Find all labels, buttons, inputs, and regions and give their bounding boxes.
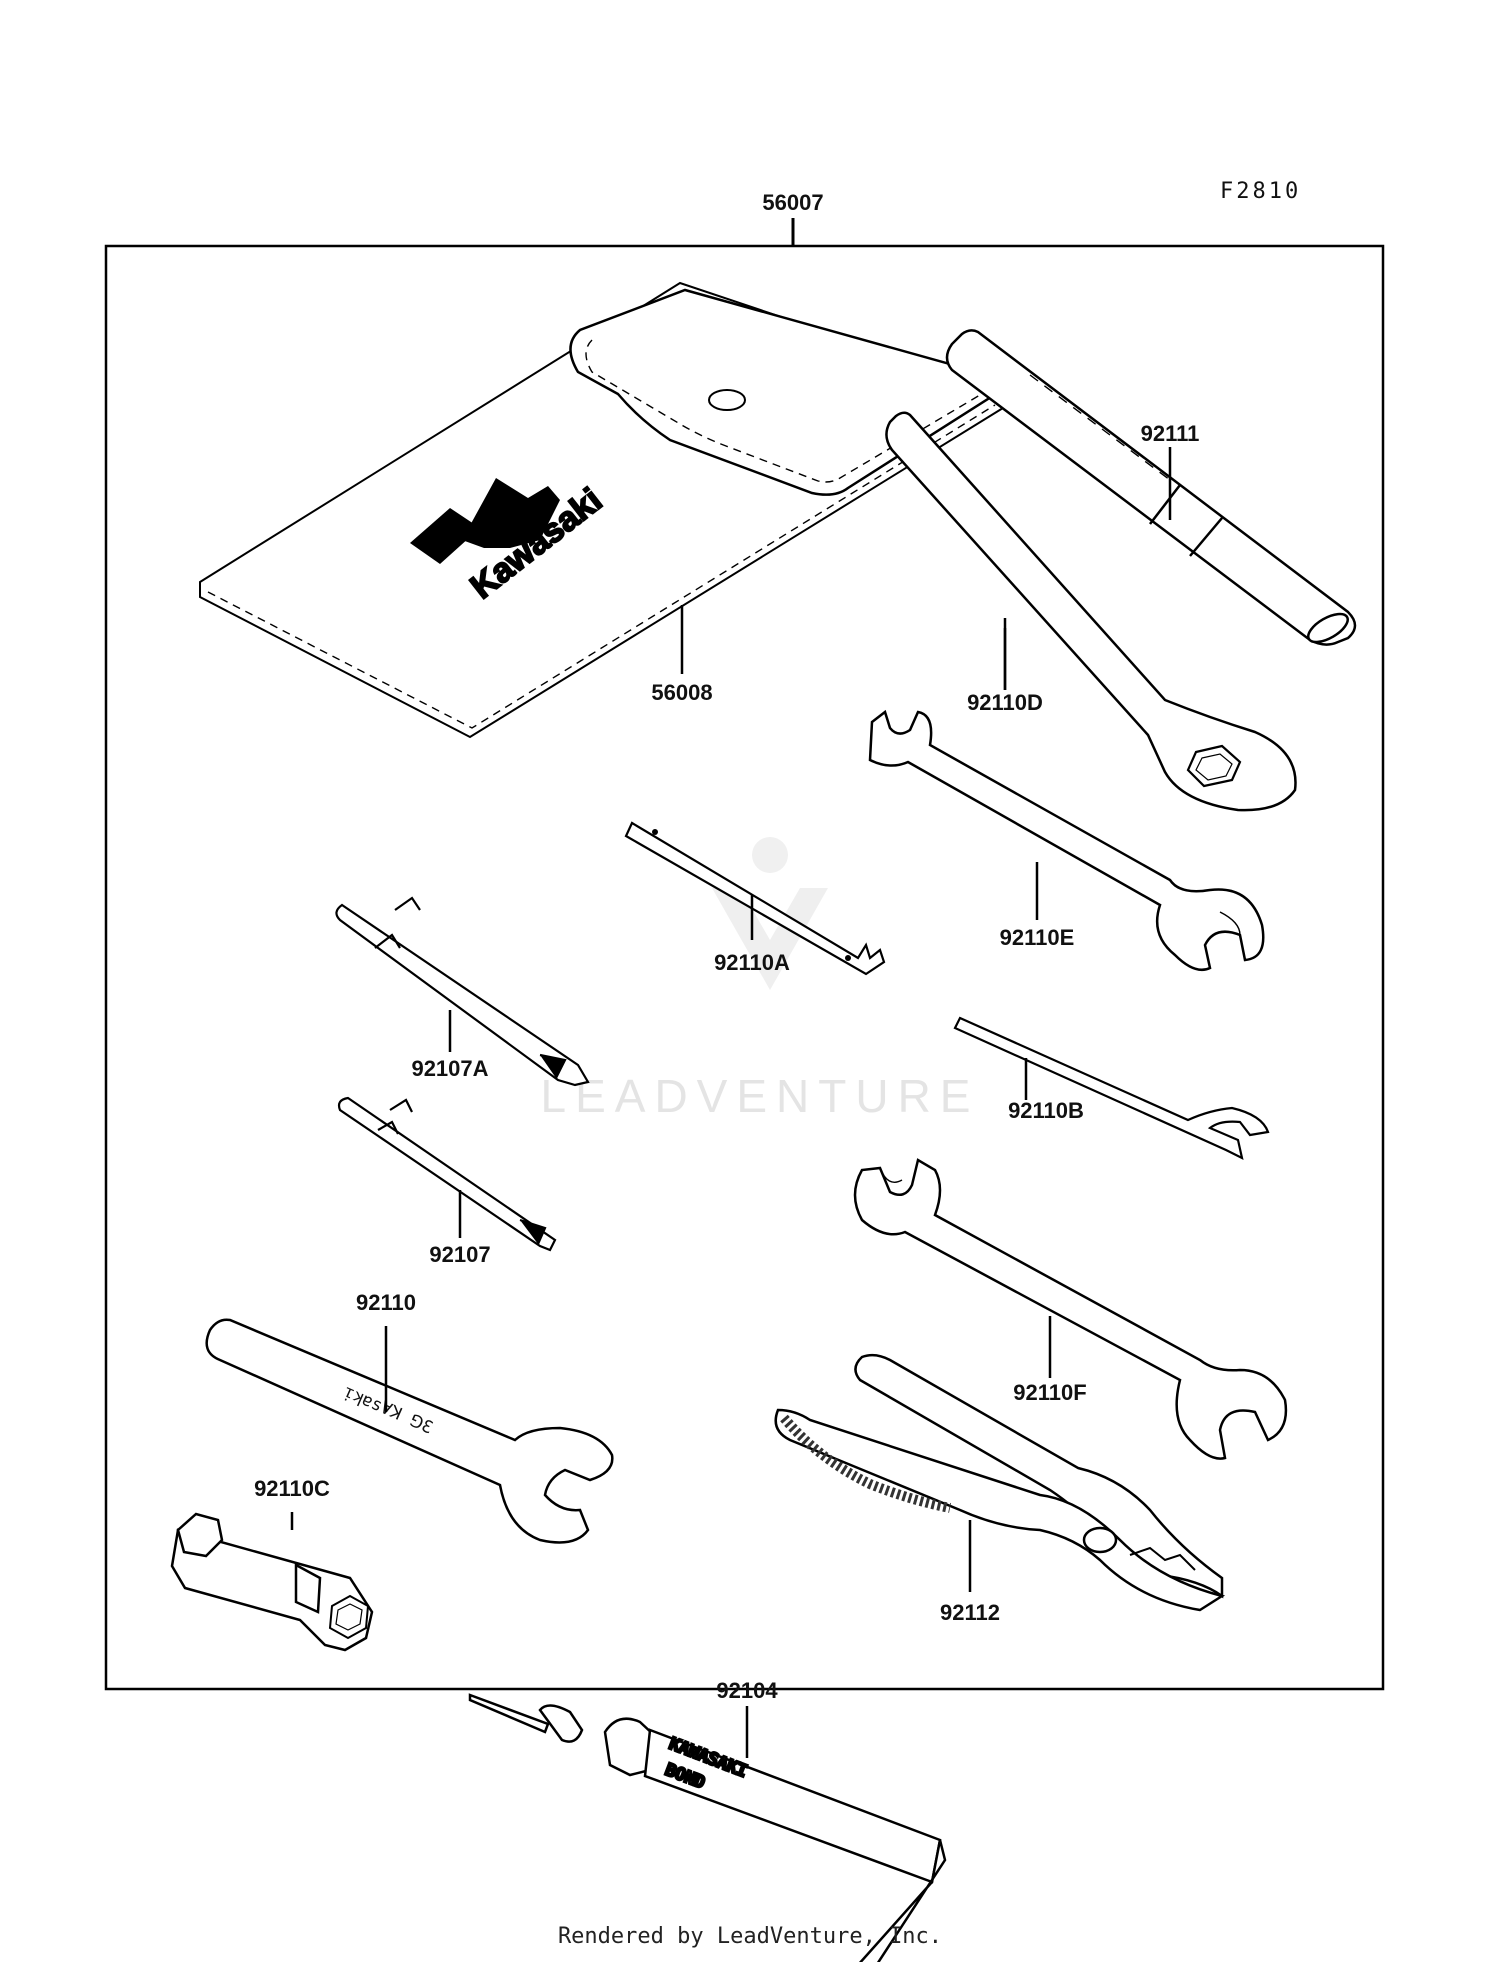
- handle-bar: [945, 329, 1357, 646]
- part-label-92110E: 92110E: [1000, 925, 1075, 950]
- part-label-92110: 92110: [356, 1290, 416, 1315]
- box-wrench: [885, 411, 1297, 812]
- kawasaki-bond-tube: KAWASAKI BOND: [468, 1693, 947, 1962]
- part-label-92110F: 92110F: [1013, 1380, 1086, 1405]
- hook-spanner: [953, 1016, 1270, 1161]
- part-label-92104: 92104: [716, 1678, 778, 1703]
- render-credit: Rendered by LeadVenture, Inc.: [557, 1924, 943, 1949]
- part-label-56008: 56008: [651, 680, 712, 705]
- part-label-92112: 92112: [940, 1600, 1000, 1625]
- part-label-92110B: 92110B: [1008, 1098, 1084, 1123]
- open-end-wrench-f: [853, 1158, 1288, 1460]
- open-end-wrench-e: [868, 709, 1265, 972]
- part-label-92110C: 92110C: [254, 1476, 330, 1501]
- part-label-92111: 92111: [1141, 421, 1200, 446]
- pliers: [774, 1353, 1226, 1612]
- part-label-92110A: 92110A: [714, 950, 790, 975]
- watermark-text: LEADVENTURE: [541, 1070, 980, 1122]
- screwdriver-bit-a: [335, 896, 590, 1087]
- part-label-92107: 92107: [429, 1242, 490, 1267]
- part-label-92110D: 92110D: [967, 690, 1043, 715]
- wrench: ᴉʞɐs∀ꓘ ⅁Ɛ: [205, 1318, 614, 1544]
- kit-bracket-frame: [104, 244, 1385, 1691]
- part-label-92107A: 92107A: [411, 1056, 488, 1081]
- figure-code: F2810: [1220, 179, 1301, 204]
- leadventure-watermark: LEADVENTURE: [541, 837, 980, 1122]
- pin-spanner: [624, 821, 886, 976]
- spark-plug-wrench: [170, 1512, 374, 1652]
- tool-pouch: Kawasaki: [199, 281, 1007, 739]
- kit-label: 56007: [762, 190, 823, 215]
- screwdriver: [337, 1096, 557, 1252]
